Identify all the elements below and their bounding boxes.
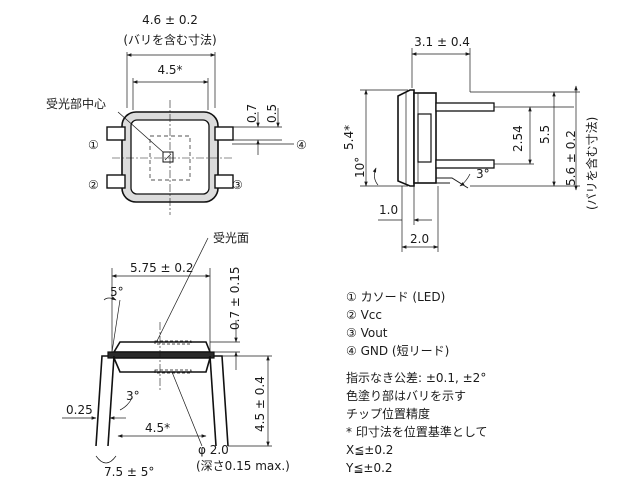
note-y-tol: Y≦±0.2 xyxy=(346,461,393,475)
note-pin3: ③ Vout xyxy=(346,326,388,340)
note-pin4: ④ GND (短リード) xyxy=(346,344,450,358)
side-view: 3.1 ± 0.4 5.4* 2.54 5.5 5.6 ± 0.2 (バリを含む… xyxy=(342,35,599,252)
notes-panel: ① カソード (LED) ② Vcc ③ Vout ④ GND (短リード) 指… xyxy=(346,288,616,477)
front-lead-dim: 4.5 ± 0.4 xyxy=(253,376,267,432)
side-full-dim: 5.6 ± 0.2 xyxy=(564,130,578,186)
top-width-note: (バリを含む寸法) xyxy=(123,32,216,47)
face-label: 受光面 xyxy=(213,231,249,245)
side-angle-10: 10° xyxy=(353,157,367,178)
pin2-mark: ② xyxy=(88,178,99,192)
top-dim-05: 0.5 xyxy=(265,104,279,123)
pin4-mark: ④ xyxy=(296,138,307,152)
note-chip-title: チップ位置精度 xyxy=(346,407,431,421)
side-full-note: (バリを含む寸法) xyxy=(584,117,599,210)
front-angle-3: 3° xyxy=(126,389,140,403)
note-chip-ref: * 印寸法を位置基準として xyxy=(346,425,488,439)
side-angle-3: 3° xyxy=(476,167,490,181)
top-width-dim: 4.6 ± 0.2 xyxy=(142,13,198,27)
side-dim-20: 2.0 xyxy=(410,232,429,246)
side-dim-10: 1.0 xyxy=(379,203,398,217)
side-pitch-dim: 2.54 xyxy=(511,125,525,152)
front-pitch-dim: 4.5* xyxy=(145,421,170,435)
front-view: 受光面 5.75 ± 0.2 5° 0.7 ± 0.15 4.5 ± 0.4 xyxy=(62,231,290,479)
front-phi: φ 2.0 xyxy=(198,443,229,457)
side-height-dim: 5.4* xyxy=(342,125,356,150)
front-dim-07: 0.7 ± 0.15 xyxy=(228,267,242,331)
front-phi-depth: (深さ0.15 max.) xyxy=(196,459,290,473)
pin3-mark: ③ xyxy=(232,178,243,192)
front-dim-025: 0.25 xyxy=(66,403,93,417)
front-angle-5: 5° xyxy=(110,285,124,299)
note-burr: 色塗り部はバリを示す xyxy=(346,389,467,403)
note-x-tol: X≦±0.2 xyxy=(346,443,394,457)
note-pin2: ② Vcc xyxy=(346,308,382,322)
top-pitch-dim: 4.5* xyxy=(157,63,182,77)
top-dim-07: 0.7 xyxy=(245,104,259,123)
note-pin1: ① カソード (LED) xyxy=(346,290,446,304)
front-bottom-dim: 7.5 ± 5° xyxy=(104,465,154,479)
note-tolerance: 指示なき公差: ±0.1, ±2° xyxy=(346,371,487,385)
side-span-dim: 5.5 xyxy=(538,125,552,144)
center-label: 受光部中心 xyxy=(46,96,106,111)
side-top-dim: 3.1 ± 0.4 xyxy=(414,35,470,49)
pin1-mark: ① xyxy=(88,138,99,152)
top-view: 4.6 ± 0.2 (バリを含む寸法) 4.5* 受光部中心 ① ② ③ ④ xyxy=(46,13,307,215)
front-width-dim: 5.75 ± 0.2 xyxy=(130,261,194,275)
